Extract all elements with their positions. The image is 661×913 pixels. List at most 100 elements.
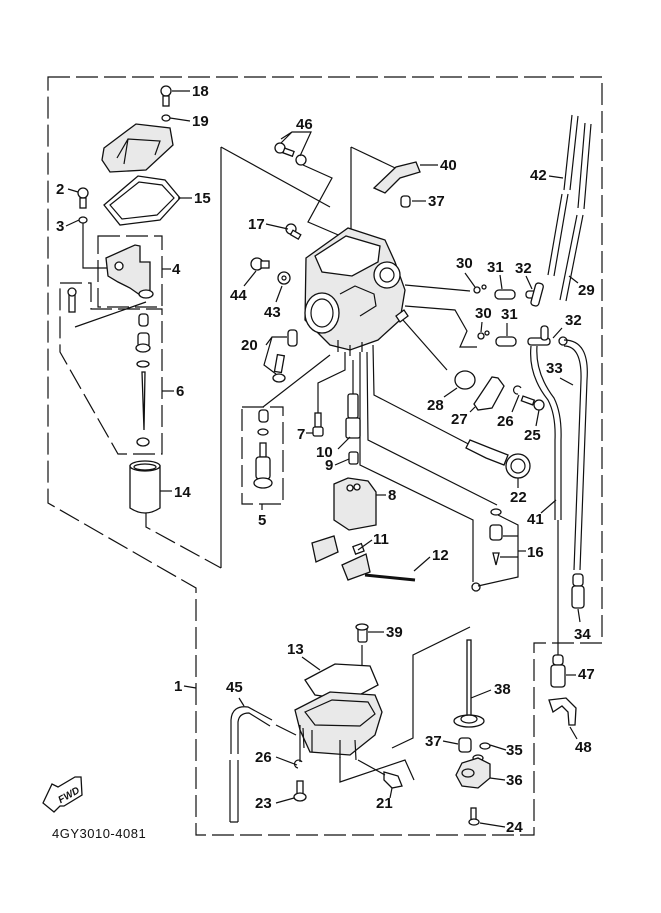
callout-17: 17 (248, 216, 289, 233)
leader-bowl-frame (339, 757, 415, 783)
callout-21: 21 (376, 787, 393, 812)
callout-number: 30 (456, 255, 473, 272)
top-cover (101, 123, 174, 173)
callout-leader-line (357, 539, 373, 551)
part-14-cylinder (129, 460, 161, 514)
part-48-clamp (548, 697, 577, 726)
part-42-hose-left (547, 114, 579, 277)
callout-number: 13 (287, 641, 304, 658)
callout-number: 22 (510, 489, 527, 506)
part-23-screw (293, 780, 307, 802)
callout-32a: 32 (515, 260, 533, 290)
callout-leader-line (442, 740, 459, 745)
callout-leader-line (540, 499, 557, 514)
callout-26b: 26 (255, 749, 298, 766)
leader-45-bowl (275, 724, 297, 736)
callout-number: 42 (530, 167, 547, 184)
callout-number: 8 (388, 487, 396, 504)
part-32-tjoint-upper (525, 282, 544, 307)
callout-leader-line (183, 685, 197, 689)
carburetor-body (304, 227, 409, 356)
callout-number: 29 (578, 282, 595, 299)
callout-2: 2 (56, 181, 79, 198)
callout-15: 15 (178, 190, 211, 207)
part-24-screw (468, 807, 480, 826)
callout-36: 36 (489, 772, 523, 789)
assembly-frame-outer (47, 76, 603, 836)
part-11-float (311, 535, 371, 581)
part-25-screw (520, 395, 545, 411)
callout-number: 2 (56, 181, 64, 198)
leader-21-bowl (357, 759, 386, 776)
leader-46 (280, 131, 312, 157)
callout-27: 27 (451, 406, 476, 428)
part-26-clip-upper (512, 385, 522, 395)
part-36-hole (461, 768, 475, 778)
part-32-tjoint-lower (527, 325, 568, 346)
callout-number: 25 (524, 427, 541, 444)
callout-number: 48 (575, 739, 592, 756)
callout-number: 5 (258, 512, 266, 529)
callout-19: 19 (169, 113, 209, 130)
part-6-needle-assembly (67, 287, 151, 447)
leader-46-down (302, 164, 351, 241)
callout-31a: 31 (487, 259, 504, 290)
callout-25: 25 (524, 409, 541, 444)
callout-leader-line (334, 458, 350, 466)
leader-3-down (82, 223, 110, 269)
callout-20: 20 (241, 337, 258, 354)
callout-47: 47 (566, 666, 595, 683)
callout-number: 23 (255, 795, 272, 812)
part-42-hose-right (577, 122, 592, 210)
part-8-block (333, 477, 377, 531)
part-18-screw (160, 85, 172, 107)
callout-leader-line (238, 697, 245, 707)
callout-leader-line (489, 744, 507, 751)
callout-26a: 26 (497, 394, 520, 430)
leader-carb-30a (404, 284, 471, 292)
callout-14: 14 (160, 484, 191, 501)
leader-20 (263, 336, 287, 375)
callout-13: 13 (287, 641, 321, 671)
fwd-direction-badge: FWD (42, 776, 83, 813)
part-43-washer (277, 271, 291, 285)
callout-37a: 37 (412, 193, 445, 210)
callout-number: 28 (427, 397, 444, 414)
part-30-clip-lower (477, 330, 490, 340)
callout-12: 12 (413, 547, 449, 572)
part-16-needle-valve (471, 508, 503, 592)
callout-leader-line (389, 787, 393, 799)
callout-leader-line (67, 188, 79, 193)
float-bowl (294, 691, 383, 761)
callout-42: 42 (530, 167, 564, 184)
callout-leader-line (265, 223, 289, 230)
callout-1: 1 (174, 678, 197, 695)
leader-carb-16 (366, 351, 498, 506)
top-cover-ridge (116, 138, 161, 165)
part-7-jet (312, 412, 324, 437)
part-36-cover (455, 757, 491, 789)
leader-carb-16b (359, 352, 474, 582)
callout-leader-line (548, 175, 564, 179)
callout-number: 30 (475, 305, 492, 322)
callout-number: 24 (506, 819, 523, 836)
callout-number: 41 (527, 511, 544, 528)
callout-5: 5 (258, 504, 266, 529)
callout-number: 32 (515, 260, 532, 277)
part-47-fitting (550, 654, 566, 688)
part-17-screw (285, 223, 302, 240)
callout-leader-line (479, 822, 506, 828)
callout-6: 6 (162, 383, 184, 400)
leader-7-up (317, 352, 346, 413)
callout-28: 28 (427, 387, 458, 414)
part-10-needle-jet (345, 393, 361, 439)
part-20-screw (272, 329, 298, 383)
part-39-plug (355, 623, 369, 643)
callout-number: 18 (192, 83, 209, 100)
part-4-hole (114, 261, 124, 271)
callout-9: 9 (325, 457, 350, 474)
part-30-clip-upper (473, 284, 487, 294)
callout-41: 41 (527, 499, 557, 528)
part-44-plug (250, 257, 270, 271)
callout-29: 29 (568, 275, 595, 299)
